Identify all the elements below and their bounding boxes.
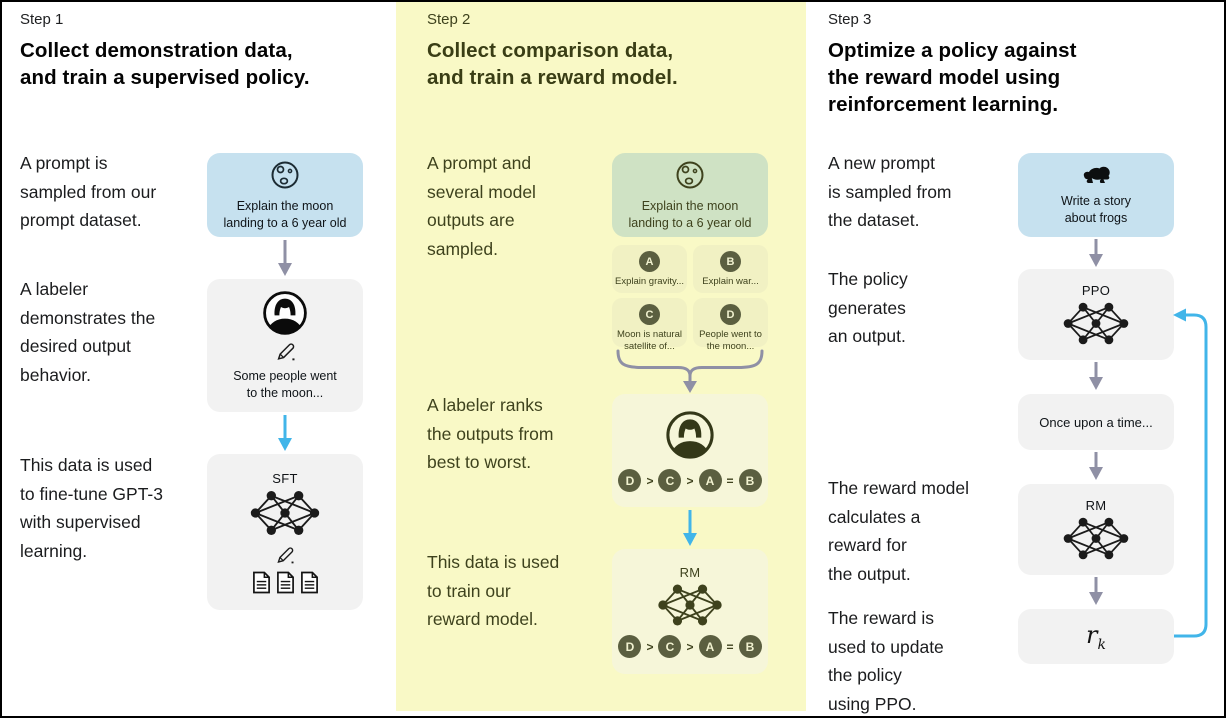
answer-b-badge: B: [720, 251, 741, 272]
rank-badge-d: D: [618, 635, 642, 658]
step1-caption-data: This data is used to fine-tune GPT-3 wit…: [20, 455, 163, 561]
step3-rm-box: RM: [1018, 484, 1174, 575]
step2-prompt-box: Explain the moon landing to a 6 year old: [612, 153, 768, 237]
merge-brace-arrow: [616, 349, 764, 393]
ranking-row: D > C > A = B: [618, 635, 762, 658]
answer-d-text: People went to the moon...: [699, 329, 762, 352]
ppo-label: PPO: [1081, 283, 1111, 298]
answer-b: B Explain war...: [693, 245, 768, 293]
answer-c-badge: C: [639, 304, 660, 325]
step1-caption-labeler: A labeler demonstrates the desired outpu…: [20, 279, 156, 385]
step2-title: Collect comparison data, and train a rew…: [427, 39, 678, 89]
step3-output-text: Once upon a time...: [1039, 414, 1153, 430]
step2-caption-rank: A labeler ranks the outputs from best to…: [427, 395, 554, 472]
arrow-down-gray: [1089, 577, 1103, 605]
step3-label: Step 3: [828, 11, 872, 28]
rank-badge-c: C: [658, 635, 682, 658]
pencil-icon: [276, 342, 295, 361]
step1-label: Step 1: [20, 11, 64, 28]
step1-sft-box: SFT: [207, 454, 363, 610]
step1-caption-prompt: A prompt is sampled from our prompt data…: [20, 153, 157, 230]
answer-b-text: Explain war...: [702, 276, 759, 287]
step2-caption-data: This data is used to train our reward mo…: [427, 552, 560, 629]
rm-label: RM: [679, 565, 701, 580]
step3-output-box: Once upon a time...: [1018, 394, 1174, 450]
rank-badge-b: B: [738, 469, 762, 492]
rank-badge-c: C: [658, 469, 682, 492]
moon-icon: [674, 159, 706, 191]
step3-ppo-box: PPO: [1018, 269, 1174, 360]
network-icon: [249, 489, 321, 537]
step3-prompt-box: Write a story about frogs: [1018, 153, 1174, 237]
step2-prompt-text: Explain the moon landing to a 6 year old: [628, 198, 752, 230]
reward-value: rk: [1086, 620, 1106, 653]
rank-op: >: [646, 639, 654, 654]
step1-title: Collect demonstration data, and train a …: [20, 39, 310, 89]
step1-labeler-text: Some people went to the moon...: [233, 369, 337, 400]
step2-labeler-box: D > C > A = B: [612, 394, 768, 507]
step3-prompt-text: Write a story about frogs: [1061, 193, 1131, 225]
step1-labeler-box: Some people went to the moon...: [207, 279, 363, 412]
step1-prompt-box: Explain the moon landing to a 6 year old: [207, 153, 363, 237]
step3-title: Optimize a policy against the reward mod…: [828, 39, 1077, 116]
arrow-down-gray: [278, 240, 292, 276]
labeler-icon: [664, 409, 716, 461]
feedback-loop-arrow: [1173, 308, 1208, 638]
answer-c-text: Moon is natural satellite of...: [617, 329, 682, 352]
answer-a: A Explain gravity...: [612, 245, 687, 293]
arrow-down-gray: [1089, 452, 1103, 480]
ranking-row: D > C > A = B: [618, 469, 762, 492]
answer-c: C Moon is natural satellite of...: [612, 298, 687, 352]
answer-d-badge: D: [720, 304, 741, 325]
step3-caption-prompt: A new prompt is sampled from the dataset…: [828, 153, 952, 230]
rank-badge-a: A: [698, 469, 722, 492]
arrow-down-gray: [1089, 239, 1103, 267]
rank-op: >: [646, 473, 654, 488]
moon-icon: [269, 159, 301, 191]
pencil-icon: [276, 546, 294, 564]
arrow-down-gray: [1089, 362, 1103, 390]
rank-op: =: [726, 473, 734, 488]
step3-reward-box: rk: [1018, 609, 1174, 664]
rank-op: >: [686, 639, 694, 654]
step3-caption-reward: The reward model calculates a reward for…: [828, 478, 970, 584]
labeler-icon: [261, 289, 309, 337]
answer-d: D People went to the moon...: [693, 298, 768, 352]
step3-caption-policy: The policy generates an output.: [828, 269, 908, 346]
rank-op: >: [686, 473, 694, 488]
network-icon: [657, 583, 723, 627]
step2-caption-prompt: A prompt and several model outputs are s…: [427, 153, 536, 259]
step2-rm-box: RM D > C > A = B: [612, 549, 768, 674]
step3-caption-update: The reward is used to update the policy …: [828, 608, 944, 714]
documents-icon: [252, 571, 319, 594]
rank-badge-a: A: [698, 635, 722, 658]
arrow-down-blue: [683, 510, 697, 546]
rank-badge-d: D: [618, 469, 642, 492]
answer-a-text: Explain gravity...: [615, 276, 684, 287]
rank-badge-b: B: [738, 635, 762, 658]
network-icon: [1062, 301, 1130, 346]
frog-icon: [1081, 164, 1111, 186]
step2-label: Step 2: [427, 11, 471, 28]
step1-prompt-text: Explain the moon landing to a 6 year old: [223, 198, 347, 230]
arrow-down-blue: [278, 415, 292, 451]
rm-label: RM: [1085, 498, 1107, 513]
network-icon: [1062, 516, 1130, 561]
answer-a-badge: A: [639, 251, 660, 272]
sft-label: SFT: [272, 470, 298, 486]
rank-op: =: [726, 639, 734, 654]
